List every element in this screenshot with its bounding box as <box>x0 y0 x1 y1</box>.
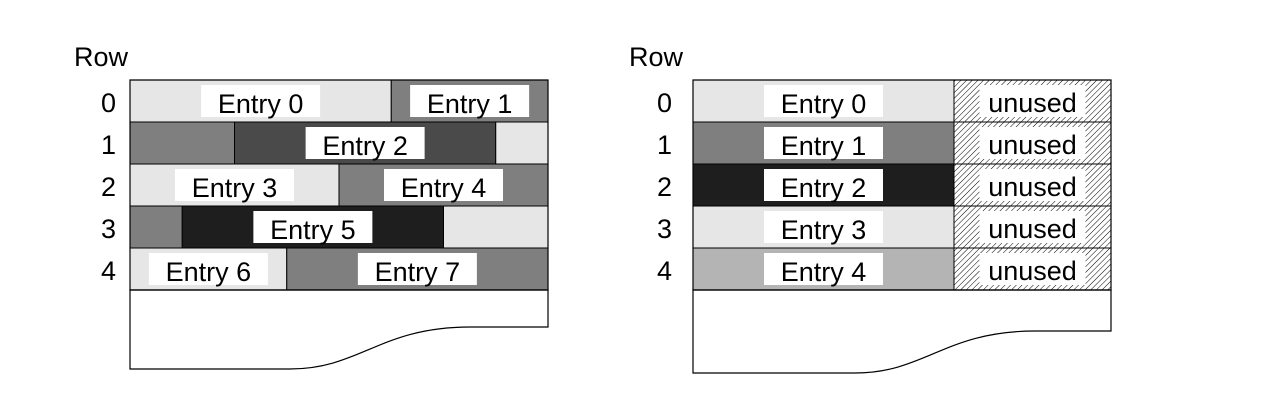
right-row-4-unused-label-box <box>979 253 1086 285</box>
left-row-0-entry-label: Entry 0 <box>218 89 304 119</box>
left-row-2-entry-label: Entry 3 <box>192 173 278 203</box>
left-rows: Entry 0 Entry 1 Entry 2 Entry 3 Entry 4 Entry… <box>129 79 549 291</box>
left-row-1-segment-0 <box>129 121 235 165</box>
left-continuation-box <box>129 289 549 370</box>
right-row-0-unused-label-box <box>979 85 1086 117</box>
right-row-2-entry-label-box <box>764 169 883 201</box>
right-row-0-entry-label: Entry 0 <box>781 89 867 119</box>
right-row-header: Row <box>629 42 684 72</box>
right-row-label-3: 3 <box>657 214 672 244</box>
right-row-2-unused-label: unused <box>988 172 1077 202</box>
right-row-4-unused-label: unused <box>988 256 1077 286</box>
right-row-3-entry-label-box <box>764 211 883 243</box>
right-row-0-entry-label-box <box>764 85 883 117</box>
right-row-1-unused-label-box <box>979 127 1086 159</box>
left-row-labels: 0 1 2 3 4 <box>101 88 116 286</box>
right-row-label-0: 0 <box>657 88 672 118</box>
left-row-0-entry-label-box <box>201 85 321 117</box>
left-frame-outline <box>129 79 549 291</box>
right-frame-outline <box>692 79 1112 291</box>
left-row-3-entry-label-box <box>253 211 373 243</box>
right-row-0-unused-label: unused <box>988 88 1077 118</box>
left-row-4-entry-label-box <box>357 253 477 285</box>
left-row-header: Row <box>74 42 129 72</box>
right-row-label-2: 2 <box>657 172 672 202</box>
left-row-label-0: 0 <box>101 88 116 118</box>
left-row-label-3: 3 <box>101 214 116 244</box>
right-row-2-entry-label: Entry 2 <box>781 173 867 203</box>
right-row-3-unused-label: unused <box>988 214 1077 244</box>
left-row-4-entry-label: Entry 6 <box>166 257 252 287</box>
left-row-0-entry-label: Entry 1 <box>427 89 513 119</box>
left-row-4-entry-label: Entry 7 <box>375 257 461 287</box>
left-row-3-segment-0 <box>129 205 183 249</box>
right-row-1-unused-label: unused <box>988 130 1077 160</box>
right-row-labels: 0 1 2 3 4 <box>657 88 672 286</box>
left-row-label-2: 2 <box>101 172 116 202</box>
right-row-3-unused-label-box <box>979 211 1086 243</box>
left-row-2-entry-label-box <box>175 169 294 201</box>
left-row-2-entry-label: Entry 4 <box>401 173 487 203</box>
right-row-label-1: 1 <box>657 130 672 160</box>
left-row-1-entry-label-box <box>305 127 425 159</box>
left-row-label-4: 4 <box>101 256 116 286</box>
right-row-1-entry-label: Entry 1 <box>781 131 867 161</box>
left-row-3-segment-2 <box>443 205 549 249</box>
right-row-4-entry-label-box <box>764 253 883 285</box>
left-row-label-1: 1 <box>101 130 116 160</box>
right-row-1-entry-label-box <box>764 127 883 159</box>
left-row-4-entry-label-box <box>148 253 268 285</box>
right-row-4-entry-label: Entry 4 <box>781 257 867 287</box>
left-row-3-entry-label: Entry 5 <box>270 215 356 245</box>
right-row-3-entry-label: Entry 3 <box>781 215 867 245</box>
left-row-1-entry-label: Entry 2 <box>322 131 408 161</box>
right-row-2-unused-label-box <box>979 169 1086 201</box>
left-row-1-segment-2 <box>495 121 549 165</box>
left-row-2-entry-label-box <box>384 169 503 201</box>
left-row-0-entry-label-box <box>410 85 530 117</box>
right-row-label-4: 4 <box>657 256 672 286</box>
right-continuation-box <box>692 289 1112 374</box>
